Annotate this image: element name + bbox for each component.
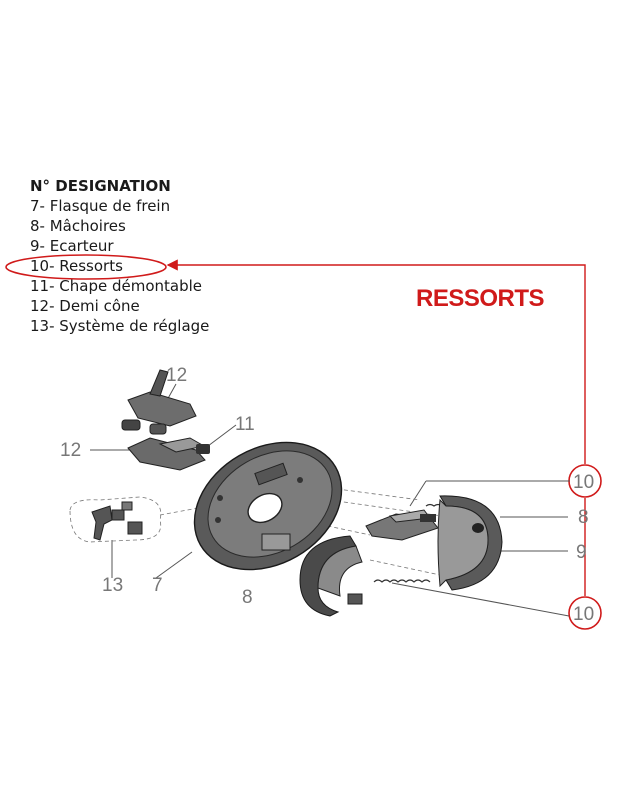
part-7-backing-plate xyxy=(193,441,343,571)
part-12-left xyxy=(127,437,210,471)
legend-item-12: 12- Demi cône xyxy=(30,297,140,315)
callout-12-left: 12 xyxy=(60,440,81,461)
callout-12-top: 12 xyxy=(166,365,187,386)
legend-highlight-ellipse xyxy=(5,254,167,280)
callout-13: 13 xyxy=(102,575,123,596)
callout-7: 7 xyxy=(152,575,163,596)
callout-8-lower: 8 xyxy=(242,587,253,608)
legend-item-11: 11- Chape démontable xyxy=(30,277,202,295)
callout-10-bottom-circle xyxy=(568,596,602,630)
callout-9: 9 xyxy=(576,542,587,563)
part-8-lower-shoe xyxy=(299,535,363,617)
part-12-top xyxy=(121,369,197,435)
part-8-right-shoe xyxy=(437,495,503,591)
legend-item-13: 13- Système de réglage xyxy=(30,317,210,335)
callout-8-right: 8 xyxy=(578,507,589,528)
callout-10-bottom: 10 xyxy=(573,604,594,625)
leader-lines xyxy=(90,383,570,617)
legend-item-8: 8- Mâchoires xyxy=(30,217,126,235)
legend-title: N° DESIGNATION xyxy=(30,177,171,195)
callout-10-top: 10 xyxy=(573,472,594,493)
ressorts-highlight-label: RESSORTS xyxy=(416,285,545,312)
parts-legend: N° DESIGNATION 7- Flasque de frein 8- Mâ… xyxy=(30,176,209,336)
red-connector-arrow xyxy=(166,259,586,464)
legend-item-10: 10- Ressorts xyxy=(30,257,123,275)
callout-11: 11 xyxy=(235,414,255,435)
legend-item-9: 9- Ecarteur xyxy=(30,237,114,255)
part-9-expander xyxy=(365,509,439,541)
legend-item-7: 7- Flasque de frein xyxy=(30,197,171,215)
dashed-assembly-lines xyxy=(69,487,471,576)
part-13-adjuster xyxy=(91,501,143,541)
